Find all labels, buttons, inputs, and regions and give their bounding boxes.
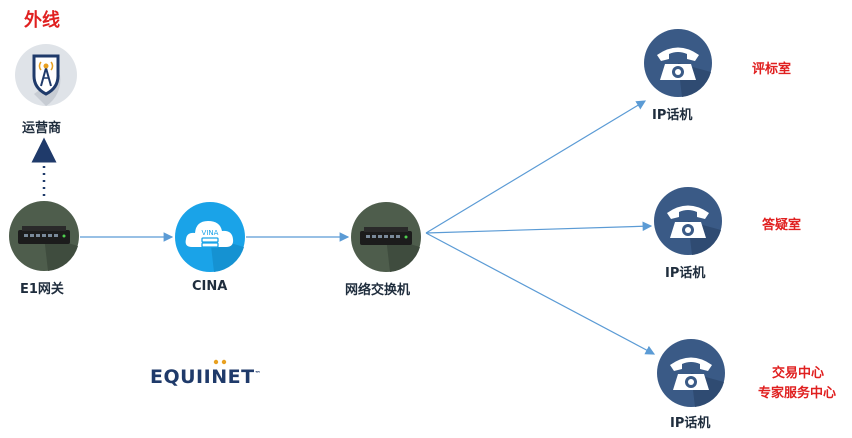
room3-label-line2: 专家服务中心: [758, 386, 837, 401]
carrier-tower-icon: [15, 44, 77, 106]
room1-label: 评标室: [752, 62, 792, 77]
phone1-node: [643, 28, 713, 102]
diagram-title: 外线: [24, 10, 60, 31]
telephone-icon: [657, 339, 725, 407]
room3-label-line1: 交易中心: [772, 366, 825, 381]
room2-label: 答疑室: [762, 218, 802, 233]
link-switch-to-phone2: [425, 221, 653, 234]
carrier-label: 运营商: [22, 121, 62, 136]
phone3-node: [656, 338, 726, 412]
cina-node: VINA: [174, 201, 246, 277]
phone2-label: IP话机: [665, 266, 706, 281]
logo-text: EQUIINET: [150, 366, 255, 388]
switch-label: 网络交换机: [345, 283, 411, 298]
gateway-node: [8, 200, 80, 276]
telephone-icon: [654, 187, 722, 255]
telephone-icon: [644, 29, 712, 97]
gateway-router-icon: [9, 201, 79, 271]
switch-node: [350, 201, 422, 277]
phone1-label: IP话机: [652, 108, 693, 123]
logo-dots: [213, 359, 227, 365]
cloud-server-icon: VINA: [175, 202, 245, 272]
switch-router-icon: [351, 202, 421, 272]
logo-trademark: ™: [254, 370, 262, 378]
phone3-label: IP话机: [670, 416, 711, 431]
gateway-label: E1网关: [20, 282, 64, 297]
equiinet-logo: EQUIINET™: [150, 366, 261, 388]
cloud-badge-text: VINA: [202, 229, 219, 237]
link-switch-to-phone3: [425, 232, 656, 355]
phone2-node: [653, 186, 723, 260]
link-switch-to-phone1: [425, 100, 647, 234]
cina-label: CINA: [192, 279, 228, 294]
carrier-node: [10, 42, 82, 112]
